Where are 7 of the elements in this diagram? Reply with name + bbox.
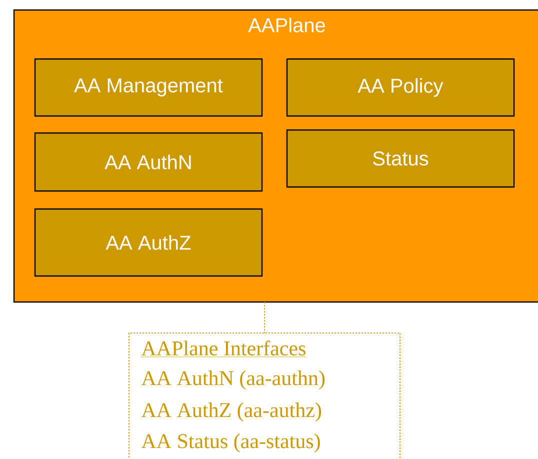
component-box: AA AuthN bbox=[34, 132, 263, 192]
component-box: AA AuthZ bbox=[34, 208, 263, 277]
component-box: AA Policy bbox=[286, 58, 515, 117]
component-box: Status bbox=[286, 129, 515, 188]
connector-line bbox=[264, 302, 265, 334]
interfaces-box: AAPlane Interfaces AA AuthN (aa-authn) AA AuthZ (aa-authz) AA Status (aa-status) bbox=[128, 332, 400, 459]
component-box: AA Management bbox=[34, 58, 263, 117]
